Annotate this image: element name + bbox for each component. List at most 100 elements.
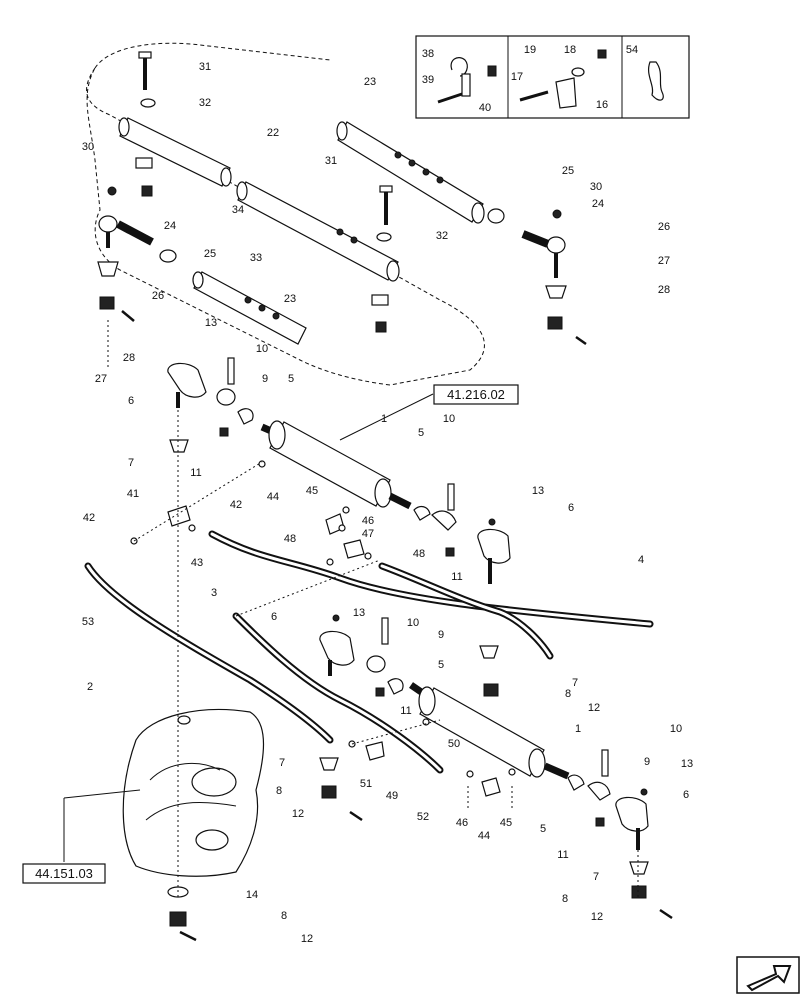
- callout-23: 23: [284, 293, 296, 305]
- callout-25: 25: [562, 165, 574, 177]
- callout-42: 42: [230, 499, 242, 511]
- callout-12: 12: [588, 702, 600, 714]
- callout-34: 34: [232, 204, 244, 216]
- callout-7: 7: [572, 677, 578, 689]
- group-outline-top: [94, 42, 331, 69]
- callout-13: 13: [353, 607, 365, 619]
- callout-18: 18: [564, 44, 576, 56]
- callout-32: 32: [199, 97, 211, 109]
- callout-17: 17: [511, 71, 523, 83]
- callout-23: 23: [364, 76, 376, 88]
- callout-9: 9: [438, 629, 444, 641]
- callout-54: 54: [626, 44, 638, 56]
- hydraulic-cylinder-lower: [409, 682, 570, 780]
- callout-2: 2: [87, 681, 93, 693]
- callout-52: 52: [417, 811, 429, 823]
- callout-5: 5: [288, 373, 294, 385]
- callout-7: 7: [593, 871, 599, 883]
- callout-5: 5: [418, 427, 424, 439]
- assembly-centerlines: [107, 320, 639, 900]
- upper-hardware: [97, 51, 587, 346]
- callout-7: 7: [279, 757, 285, 769]
- callout-44: 44: [267, 491, 279, 503]
- callout-27: 27: [658, 255, 670, 267]
- callout-10: 10: [407, 617, 419, 629]
- callout-8: 8: [281, 910, 287, 922]
- axle-housing: [122, 709, 265, 942]
- callout-10: 10: [256, 343, 268, 355]
- callout-5: 5: [438, 659, 444, 671]
- callout-13: 13: [532, 485, 544, 497]
- callout-44: 44: [478, 830, 490, 842]
- callout-43: 43: [191, 557, 203, 569]
- callout-13: 13: [681, 758, 693, 770]
- callout-11: 11: [190, 467, 201, 479]
- callout-46: 46: [456, 817, 468, 829]
- callout-24: 24: [592, 198, 604, 210]
- callout-40: 40: [479, 102, 491, 114]
- callout-12: 12: [292, 808, 304, 820]
- callout-48: 48: [284, 533, 296, 545]
- callout-47: 47: [362, 528, 374, 540]
- callout-1: 1: [381, 413, 387, 425]
- reference-box-steering[interactable]: 41.216.02: [433, 384, 519, 405]
- callout-6: 6: [271, 611, 277, 623]
- reference-label-steering: 41.216.02: [447, 387, 505, 402]
- callout-27: 27: [95, 373, 107, 385]
- callout-48: 48: [413, 548, 425, 560]
- callout-8: 8: [276, 785, 282, 797]
- callout-9: 9: [262, 373, 268, 385]
- callout-19: 19: [524, 44, 536, 56]
- callout-42: 42: [83, 512, 95, 524]
- callout-22: 22: [267, 127, 279, 139]
- callout-45: 45: [500, 817, 512, 829]
- callout-33: 33: [250, 252, 262, 264]
- hydraulic-cylinder-upper: [260, 420, 412, 510]
- callout-12: 12: [591, 911, 603, 923]
- callout-26: 26: [152, 290, 164, 302]
- tie-rod-tube-23-upper: [336, 121, 485, 224]
- callout-38: 38: [422, 48, 434, 60]
- callout-1: 1: [575, 723, 581, 735]
- callout-41: 41: [127, 488, 139, 500]
- next-page-arrow-icon[interactable]: [736, 956, 800, 994]
- group-outline: [86, 67, 485, 386]
- callout-28: 28: [123, 352, 135, 364]
- callout-45: 45: [306, 485, 318, 497]
- callout-31: 31: [199, 61, 211, 73]
- callout-49: 49: [386, 790, 398, 802]
- callout-12: 12: [301, 933, 313, 945]
- callout-3: 3: [211, 587, 217, 599]
- callout-5: 5: [540, 823, 546, 835]
- tie-rod-tube-23-lower: [192, 271, 307, 345]
- callout-53: 53: [82, 616, 94, 628]
- tie-rod-tube-33: [236, 181, 400, 282]
- callout-6: 6: [683, 789, 689, 801]
- callout-13: 13: [205, 317, 217, 329]
- callout-31: 31: [325, 155, 337, 167]
- callout-10: 10: [443, 413, 455, 425]
- cylinder-fittings: [167, 357, 673, 920]
- callout-8: 8: [565, 688, 571, 700]
- callout-11: 11: [400, 705, 411, 717]
- callout-6: 6: [128, 395, 134, 407]
- callout-32: 32: [436, 230, 448, 242]
- tie-rod-tube-22: [118, 117, 232, 187]
- callout-7: 7: [128, 457, 134, 469]
- callout-39: 39: [422, 74, 434, 86]
- inset-box: [415, 35, 690, 119]
- callout-24: 24: [164, 220, 176, 232]
- callout-14: 14: [246, 889, 258, 901]
- callout-8: 8: [562, 893, 568, 905]
- callout-11: 11: [451, 571, 462, 583]
- hose-fittings: [130, 460, 516, 797]
- callout-9: 9: [644, 756, 650, 768]
- reference-box-axle[interactable]: 44.151.03: [22, 863, 106, 884]
- callout-28: 28: [658, 284, 670, 296]
- callout-46: 46: [362, 515, 374, 527]
- callout-30: 30: [590, 181, 602, 193]
- hydraulic-hoses: [84, 530, 654, 774]
